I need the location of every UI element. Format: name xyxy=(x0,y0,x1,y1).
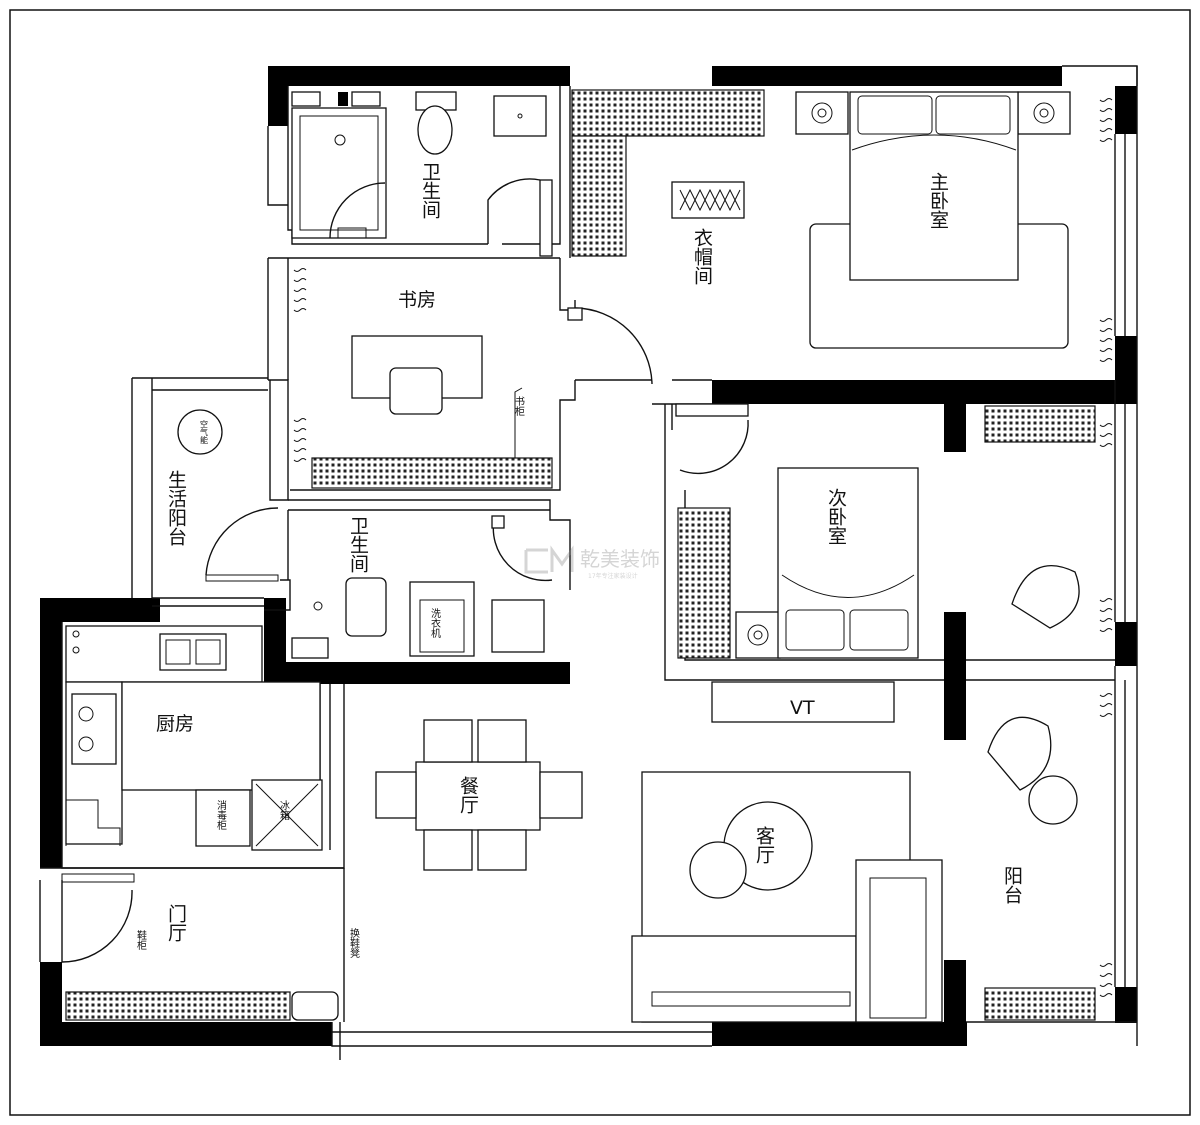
label-air-energy: 空气能 xyxy=(200,419,209,445)
image-frame xyxy=(9,9,1191,1116)
label-study: 书房 xyxy=(398,289,436,311)
living-furniture xyxy=(631,716,1096,1023)
cloakroom-furniture xyxy=(571,89,765,257)
second-bedroom-furniture xyxy=(675,403,1096,723)
label-bathroom-top: 卫生间 xyxy=(419,162,441,219)
watermark-brand: 乾美装饰 xyxy=(580,547,660,571)
label-dishwasher: 消毒柜 xyxy=(215,799,227,831)
door-arcs xyxy=(567,307,653,385)
label-shoe-cabinet: 鞋柜 xyxy=(135,929,147,951)
walls xyxy=(40,66,1137,1046)
watermark: 乾美装饰 17年专注家装设计 xyxy=(524,545,660,580)
kitchen-furniture xyxy=(65,625,323,851)
mid-bathroom xyxy=(291,515,553,659)
label-utility-balcony: 生活阳台 xyxy=(165,470,187,546)
label-kitchen: 厨房 xyxy=(156,713,194,735)
label-bathroom-mid: 卫生间 xyxy=(347,516,369,573)
label-shoe-bench: 换鞋凳 xyxy=(348,927,360,959)
label-second-bedroom: 次卧室 xyxy=(825,488,847,545)
watermark-tagline: 17年专注家装设计 xyxy=(588,572,638,580)
room-labels: 卫生间 衣帽间 主卧室 书房 生活阳台 卫生间 次卧室 厨房 餐厅 客厅 阳台 … xyxy=(135,162,1024,959)
label-master-bedroom: 主卧室 xyxy=(927,172,949,229)
label-bookcase: 书柜 xyxy=(513,396,525,417)
label-entrance: 门厅 xyxy=(165,904,187,942)
dining-table xyxy=(375,719,583,871)
top-bathroom xyxy=(291,91,553,257)
label-living: 客厅 xyxy=(753,826,775,864)
label-tv: VT xyxy=(790,697,815,719)
utility-balcony xyxy=(177,409,279,582)
entrance-furniture xyxy=(61,873,339,1021)
label-cloakroom: 衣帽间 xyxy=(691,228,713,285)
label-washer: 洗衣机 xyxy=(429,608,441,639)
study-furniture xyxy=(311,335,553,489)
master-bedroom-furniture xyxy=(795,91,1071,349)
label-dining: 餐厅 xyxy=(457,776,479,814)
window-marks xyxy=(293,98,1113,997)
label-balcony: 阳台 xyxy=(1001,866,1023,904)
brand-logo-icon xyxy=(524,545,574,574)
label-fridge: 冰箱 xyxy=(278,799,290,821)
